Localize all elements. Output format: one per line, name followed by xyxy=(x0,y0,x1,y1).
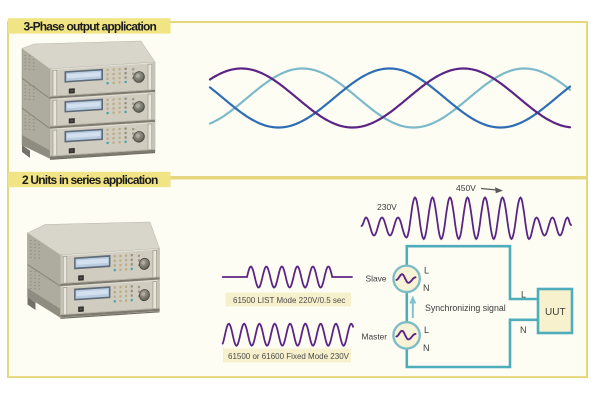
svg-text:UUT: UUT xyxy=(545,307,566,318)
svg-text:2 Units in series application: 2 Units in series application xyxy=(22,173,158,187)
svg-text:L: L xyxy=(521,290,526,300)
svg-text:N: N xyxy=(423,283,430,293)
svg-text:450V: 450V xyxy=(456,183,476,193)
svg-text:Slave: Slave xyxy=(366,274,387,284)
svg-text:L: L xyxy=(424,266,429,276)
svg-text:3-Phase output application: 3-Phase output application xyxy=(24,19,157,33)
svg-text:Master: Master xyxy=(362,332,388,342)
svg-text:61500 LIST Mode 220V/0.5 sec: 61500 LIST Mode 220V/0.5 sec xyxy=(233,296,345,305)
svg-text:230V: 230V xyxy=(377,202,397,212)
svg-text:L: L xyxy=(424,325,429,335)
svg-text:N: N xyxy=(423,343,430,353)
svg-text:N: N xyxy=(520,325,527,335)
svg-text:61500 or 61600 Fixed Mode 230V: 61500 or 61600 Fixed Mode 230V xyxy=(228,352,350,361)
svg-text:Synchronizing signal: Synchronizing signal xyxy=(425,303,506,313)
